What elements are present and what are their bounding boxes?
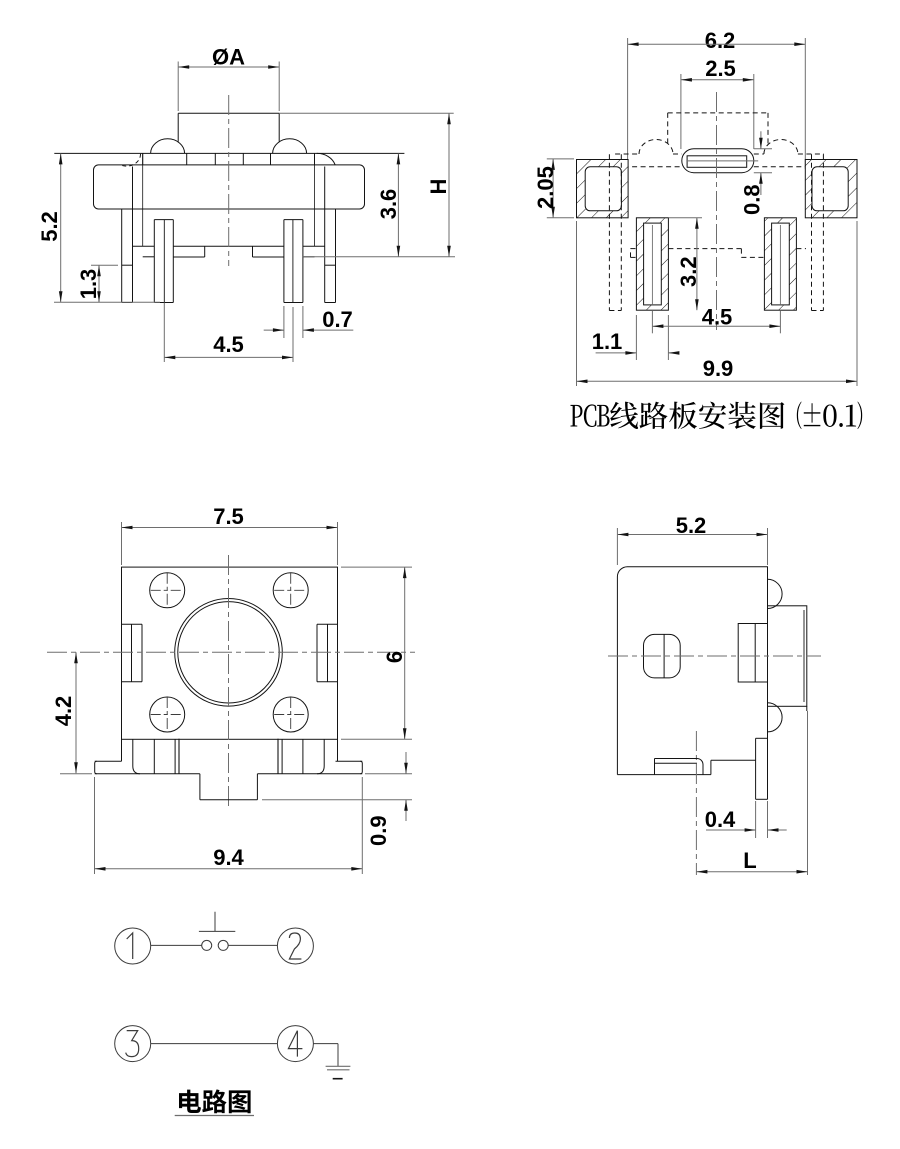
svg-text:1.3: 1.3 [76, 269, 101, 300]
svg-text:2.5: 2.5 [705, 56, 736, 81]
svg-text:2.05: 2.05 [533, 166, 558, 209]
svg-text:0.4: 0.4 [705, 807, 736, 832]
svg-text:3.6: 3.6 [376, 189, 401, 220]
svg-text:5.2: 5.2 [676, 513, 707, 538]
svg-text:9.9: 9.9 [703, 356, 734, 381]
svg-text:4.5: 4.5 [213, 332, 244, 357]
svg-text:0.7: 0.7 [322, 307, 353, 332]
svg-text:ØA: ØA [212, 45, 245, 70]
svg-text:7.5: 7.5 [213, 504, 244, 529]
svg-text:0.9: 0.9 [366, 815, 391, 846]
svg-text:0.8: 0.8 [740, 184, 765, 215]
svg-text:9.4: 9.4 [213, 845, 244, 870]
svg-text:H: H [426, 179, 451, 195]
svg-text:5.2: 5.2 [37, 211, 62, 242]
svg-text:6: 6 [382, 651, 407, 663]
svg-text:1.1: 1.1 [592, 329, 623, 354]
svg-text:3.2: 3.2 [676, 256, 701, 287]
svg-text:L: L [743, 848, 756, 873]
svg-text:4.5: 4.5 [702, 305, 733, 330]
svg-text:6.2: 6.2 [705, 28, 736, 53]
svg-text:4.2: 4.2 [51, 696, 76, 727]
